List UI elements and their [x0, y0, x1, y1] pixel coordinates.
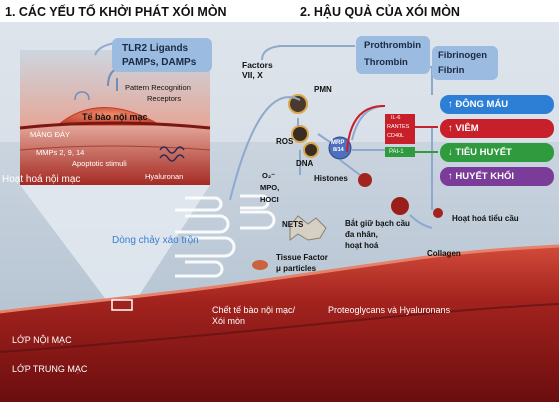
- platelet-activation-label: Hoạt hoá tiểu cầu: [452, 214, 519, 223]
- outcome-fibrinolysis: ↓ TIÊU HUYẾT: [440, 143, 554, 162]
- il6-label-1: IL-6: [391, 115, 401, 121]
- apoptotic-label: Apoptotic stimuli: [72, 159, 127, 168]
- inset-marker: [111, 299, 133, 311]
- capture-label-1: Bắt giữ bạch cầu: [345, 219, 410, 228]
- turbulent-flow-label: Dòng chảy xáo trộn: [112, 235, 199, 246]
- vessel-wall: [0, 246, 559, 402]
- intima-label: LỚP NỘI MẠC: [12, 335, 72, 345]
- receptor-connector: [74, 91, 90, 101]
- dna-label: DNA: [296, 159, 314, 168]
- thrombin-label: Thrombin: [364, 57, 408, 68]
- activated-platelet: [358, 173, 372, 187]
- cell-death-label-2: Xói mòn: [212, 316, 246, 326]
- ligand-box: TLR2 Ligands PAMPs, DAMPs: [112, 38, 212, 72]
- nets-label: NETS: [282, 220, 304, 229]
- capture-label-2: đa nhân,: [345, 230, 378, 239]
- activated-platelet: [391, 197, 409, 215]
- basement-label: MÀNG ĐÁY: [30, 130, 71, 139]
- ligand-line-2: PAMPs, DAMPs: [122, 57, 197, 68]
- hyaluronan-strand: [159, 146, 185, 154]
- mrp-sub-label: 8/14: [333, 147, 344, 153]
- ros-cell: [291, 125, 309, 143]
- cell-death-label-1: Chết tế bào nội mạc/: [212, 305, 296, 315]
- pai-box: PAI-1: [385, 147, 415, 157]
- fibrin-box: Fibrinogen Fibrin: [432, 46, 498, 80]
- fibrinogen-label: Fibrinogen: [438, 50, 488, 61]
- microparticle: [252, 260, 268, 270]
- o2-label: O₂⁻: [262, 171, 276, 180]
- il6-box: IL-6 RANTES CD40L: [385, 114, 415, 144]
- outcome-coagulation-label: ↑ ĐÔNG MÁU: [448, 99, 509, 110]
- receptors-label-1: Pattern Recognition: [125, 83, 191, 92]
- platelet-dot: [433, 208, 443, 218]
- dna-cell: [303, 142, 319, 158]
- ros-label: ROS: [276, 137, 294, 146]
- ligand-line-1: TLR2 Ligands: [122, 43, 189, 54]
- hyaluronan-strand: [159, 154, 185, 162]
- thrombin-box: Prothrombin Thrombin: [356, 36, 430, 74]
- outcome-inflammation: ↑ VIÊM: [440, 119, 554, 138]
- proteoglycans-label: Proteoglycans và Hyaluronans: [328, 305, 451, 315]
- prothrombin-label: Prothrombin: [364, 40, 421, 51]
- hocl-label: HOCI: [260, 195, 279, 204]
- basement-membrane-line: [19, 121, 211, 130]
- media-label: LỚP TRUNG MẠC: [12, 364, 88, 374]
- outcome-thrombosis-label: ↑ HUYẾT KHỐI: [448, 171, 514, 182]
- il6-label-2: RANTES: [387, 124, 410, 130]
- histones-label: Histones: [314, 174, 348, 183]
- pai-label: PAI-1: [389, 149, 404, 155]
- outcome-fibrinolysis-label: ↓ TIÊU HUYẾT: [448, 147, 512, 158]
- outcome-inflammation-label: ↑ VIÊM: [448, 123, 479, 134]
- intima-media-boundary: [0, 303, 559, 353]
- outcome-thrombosis: ↑ HUYẾT KHỐI: [440, 167, 554, 186]
- pmn-cell: [288, 94, 308, 114]
- collagen-label: Collagen: [427, 249, 461, 258]
- mmps-label: MMPs 2, 9, 14: [36, 148, 85, 157]
- factors-label-1: Factors: [242, 60, 273, 70]
- zoom-cone: [20, 185, 210, 305]
- vessel-surface-highlight: [0, 244, 559, 314]
- receptors-label-2: Receptors: [147, 94, 182, 103]
- inset-wall-line: [19, 145, 211, 151]
- mrp-label: MRP: [331, 140, 345, 146]
- hyaluronan-label: Hyaluronan: [145, 172, 184, 181]
- factors-label-2: VII, X: [242, 70, 263, 80]
- nets-mesh: [289, 215, 327, 241]
- mpo-label: MPO,: [260, 183, 280, 192]
- il6-label-3: CD40L: [387, 133, 405, 139]
- fibrin-label: Fibrin: [438, 65, 465, 76]
- mrp-cell: [328, 136, 352, 160]
- outcome-coagulation: ↑ ĐÔNG MÁU: [440, 95, 554, 114]
- collagen-line: [409, 214, 433, 229]
- capture-label-3: hoạt hoá: [345, 241, 379, 250]
- left-heading: 1. CÁC YẾU TỐ KHỞI PHÁT XÓI MÒN: [5, 5, 227, 19]
- inflammation-arrow: [346, 104, 386, 153]
- endothelial-cell-label: Tế bào nội mạc: [82, 112, 148, 122]
- activation-label: Hoạt hoá nội mạc: [2, 174, 81, 185]
- tissue-factor-label-2: μ particles: [276, 264, 317, 273]
- pathway-lines: [229, 45, 433, 210]
- tissue-factor-label-1: Tissue Factor: [276, 253, 328, 262]
- turbulent-flow-lines: [175, 194, 276, 278]
- right-heading: 2. HẬU QUẢ CỦA XÓI MÒN: [300, 5, 460, 19]
- pmn-label: PMN: [314, 85, 332, 94]
